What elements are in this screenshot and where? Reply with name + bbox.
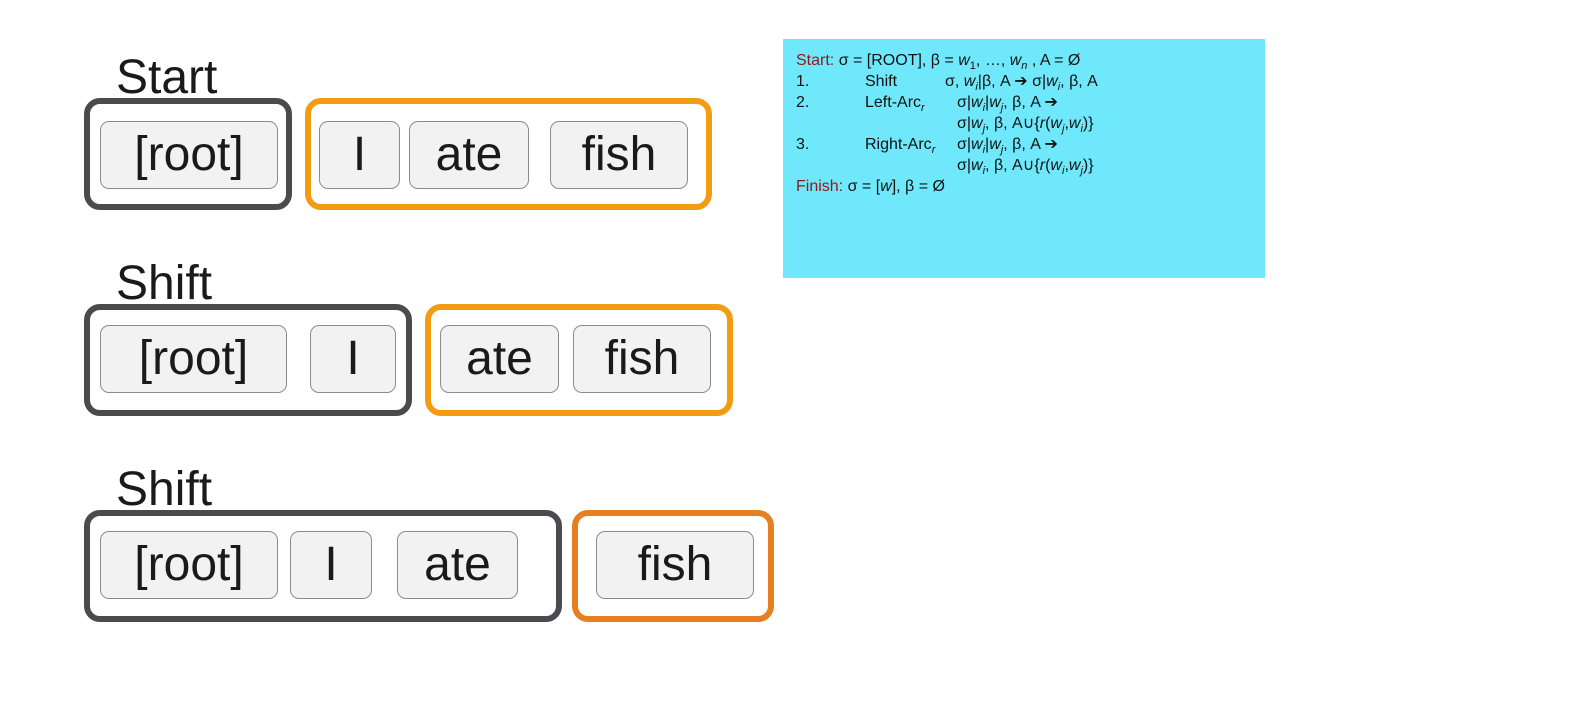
left-arc-result: σ|wj, β, A∪{r(wj,wi)} — [957, 115, 1094, 135]
token-fish: fish — [573, 325, 711, 393]
buffer-box — [425, 304, 733, 416]
token-root: [root] — [100, 531, 278, 599]
right-arc-formula: σ|wi|wj, β, A ➔ — [957, 136, 1058, 156]
token-i: I — [319, 121, 400, 189]
token-ate: ate — [440, 325, 559, 393]
rule-number: 1. — [796, 73, 810, 90]
buffer-box — [305, 98, 712, 210]
rule-name: Shift — [865, 73, 898, 90]
rule-name: Left-Arcr — [865, 94, 925, 114]
rule-left-arc: 2. Left-Arcr σ|wi|wj, β, A ➔ — [796, 92, 1265, 114]
step-label-shift-2: Shift — [116, 463, 213, 516]
rule-right-arc-result: σ|wi, β, A∪{r(wi,wj)} — [796, 155, 1265, 177]
left-arc-formula: σ|wi|wj, β, A ➔ — [957, 94, 1058, 114]
token-ate: ate — [409, 121, 529, 189]
start-formula: σ = [ROOT], β = w1, …, wn , A = Ø — [838, 52, 1081, 72]
buffer-box — [572, 510, 774, 622]
shift-formula: σ, wi|β, A ➔ σ|wi, β, A — [945, 73, 1098, 93]
stack-box — [84, 98, 292, 210]
finish-label: Finish: — [796, 178, 844, 195]
token-fish: fish — [596, 531, 754, 599]
token-fish: fish — [550, 121, 688, 189]
token-root: [root] — [100, 121, 278, 189]
rule-number: 3. — [796, 136, 810, 153]
step-label-shift-1: Shift — [116, 257, 213, 310]
token-i: I — [310, 325, 396, 393]
token-i: I — [290, 531, 372, 599]
right-arc-result: σ|wi, β, A∪{r(wi,wj)} — [957, 157, 1094, 177]
token-ate: ate — [397, 531, 518, 599]
rule-shift: 1. Shift σ, wi|β, A ➔ σ|wi, β, A — [796, 71, 1265, 93]
step-label-start: Start — [116, 51, 218, 104]
stack-box — [84, 510, 562, 622]
transition-rules-box: Start: σ = [ROOT], β = w1, …, wn , A = Ø… — [783, 39, 1265, 278]
rule-right-arc: 3. Right-Arcr σ|wi|wj, β, A ➔ — [796, 134, 1265, 156]
rule-start: Start: σ = [ROOT], β = w1, …, wn , A = Ø — [796, 50, 1265, 72]
rule-number: 2. — [796, 94, 810, 111]
rule-left-arc-result: σ|wj, β, A∪{r(wj,wi)} — [796, 113, 1265, 135]
stack-box — [84, 304, 412, 416]
token-root: [root] — [100, 325, 287, 393]
rule-name: Right-Arcr — [865, 136, 936, 156]
start-label: Start: — [796, 52, 835, 69]
rule-finish: Finish: σ = [w], β = Ø — [796, 176, 1265, 197]
finish-formula: σ = [w], β = Ø — [847, 178, 945, 195]
